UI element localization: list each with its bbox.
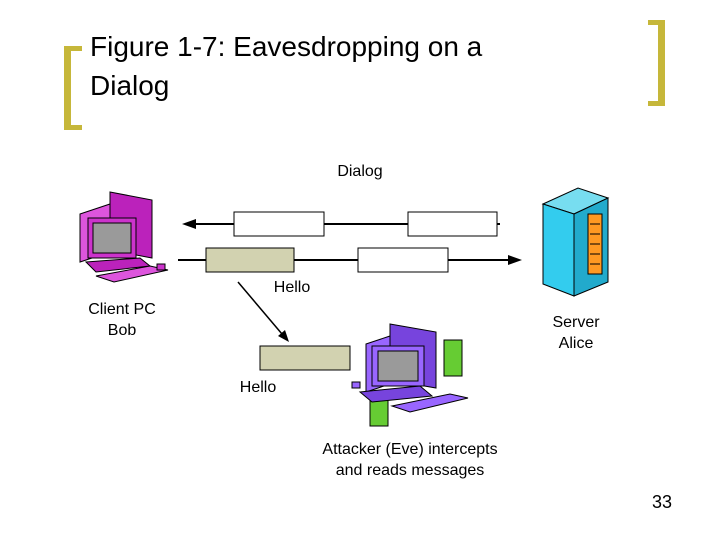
message-box-top-2 <box>407 211 498 237</box>
message-box-top-1 <box>233 211 325 237</box>
attacker-label-line1: Attacker (Eve) intercepts <box>322 441 498 458</box>
slide-page-number: 33 <box>651 492 672 512</box>
server-icon <box>541 187 610 297</box>
client-label-line1: Client PC <box>88 301 156 318</box>
hello-label-bottom: Hello <box>239 379 277 396</box>
message-box-hello <box>205 247 295 273</box>
intercepted-message-box <box>259 345 351 371</box>
hello-label-top: Hello <box>273 279 311 296</box>
title-bracket-right <box>648 20 665 106</box>
client-label-line2: Bob <box>107 322 137 339</box>
message-box-bottom <box>357 247 449 273</box>
title-bracket-left <box>64 46 82 130</box>
server-label-line2: Alice <box>558 335 594 352</box>
slide-title-line1: Figure 1-7: Eavesdropping on a <box>90 31 483 62</box>
client-pc-icon <box>79 191 169 283</box>
server-label-line1: Server <box>552 314 600 331</box>
attacker-side-box-right <box>443 339 463 377</box>
dialog-label: Dialog <box>337 163 383 180</box>
attacker-pc-icon <box>351 323 469 427</box>
slide-title-line2: Dialog <box>90 70 170 101</box>
attacker-label-line2: and reads messages <box>335 462 485 479</box>
intercept-arrow <box>237 281 289 342</box>
